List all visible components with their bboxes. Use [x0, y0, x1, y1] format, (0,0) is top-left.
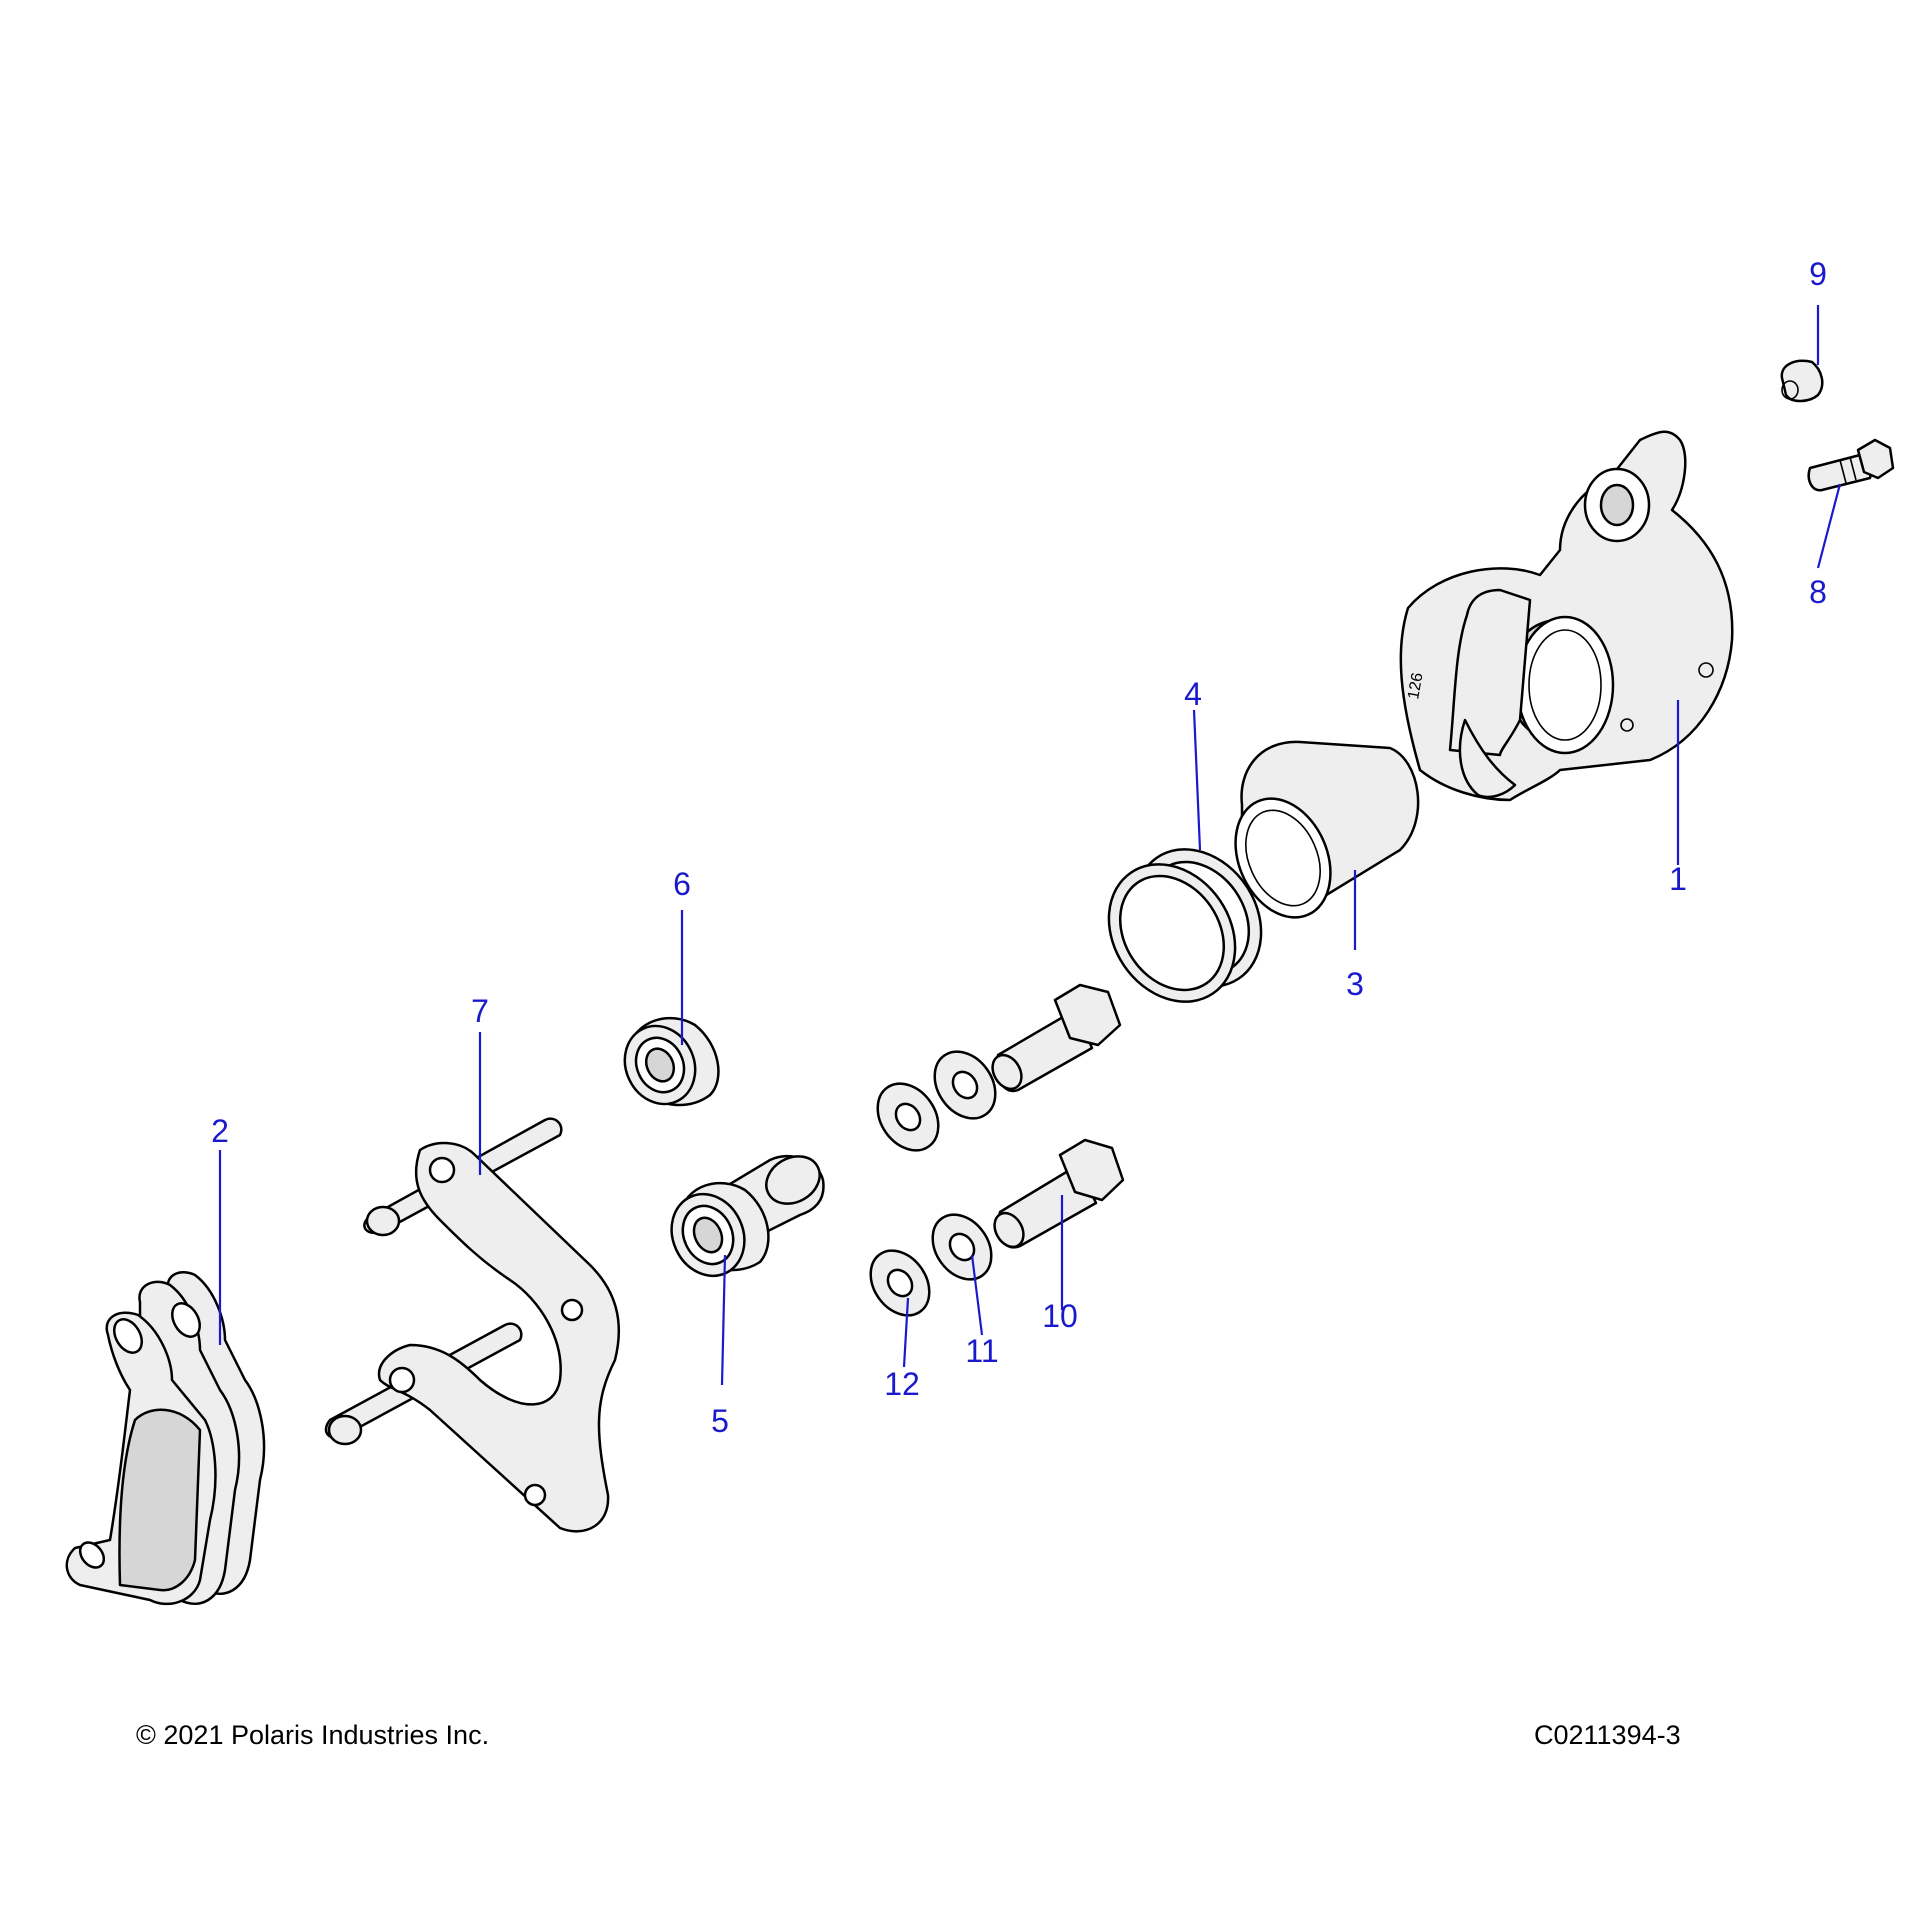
bushing-upper	[623, 1016, 720, 1107]
callout-5: 5	[711, 1403, 729, 1439]
callout-8: 8	[1809, 574, 1827, 610]
callout-labels: 1 2 3 4 5 6 7 8 9 10 11 12	[211, 256, 1827, 1439]
callout-1: 1	[1669, 861, 1687, 897]
upper-bolt	[991, 983, 1122, 1093]
callout-12: 12	[884, 1366, 920, 1402]
caliper-marking: 126	[1405, 671, 1426, 700]
callout-6: 6	[673, 866, 691, 902]
callout-3: 3	[1346, 966, 1364, 1002]
lower-washers	[869, 1213, 993, 1317]
callout-11: 11	[965, 1333, 998, 1369]
leader-8	[1816, 483, 1842, 569]
seal-rings	[1107, 848, 1263, 1003]
callout-7: 7	[471, 993, 489, 1029]
slide-pin	[670, 1154, 825, 1278]
callout-9: 9	[1809, 256, 1827, 292]
leader-11	[970, 1254, 984, 1336]
callout-4: 4	[1184, 676, 1202, 712]
piston	[1234, 740, 1420, 919]
caliper-housing: 126	[1399, 430, 1734, 802]
lower-bolt	[993, 1138, 1125, 1249]
leader-4	[1192, 709, 1202, 851]
leader-5	[720, 1254, 727, 1386]
callout-10: 10	[1042, 1298, 1078, 1334]
mounting-bracket	[324, 1117, 621, 1533]
brake-pads	[65, 1271, 266, 1606]
copyright-notice: © 2021 Polaris Industries Inc.	[136, 1720, 490, 1750]
bleeder-screw	[1807, 438, 1895, 492]
callout-2: 2	[211, 1113, 229, 1149]
leader-12	[902, 1297, 910, 1368]
bleeder-cap	[1780, 359, 1824, 403]
upper-washers	[876, 1050, 997, 1152]
leader-lines	[218, 305, 1842, 1386]
drawing-number: C0211394-3	[1534, 1720, 1681, 1750]
